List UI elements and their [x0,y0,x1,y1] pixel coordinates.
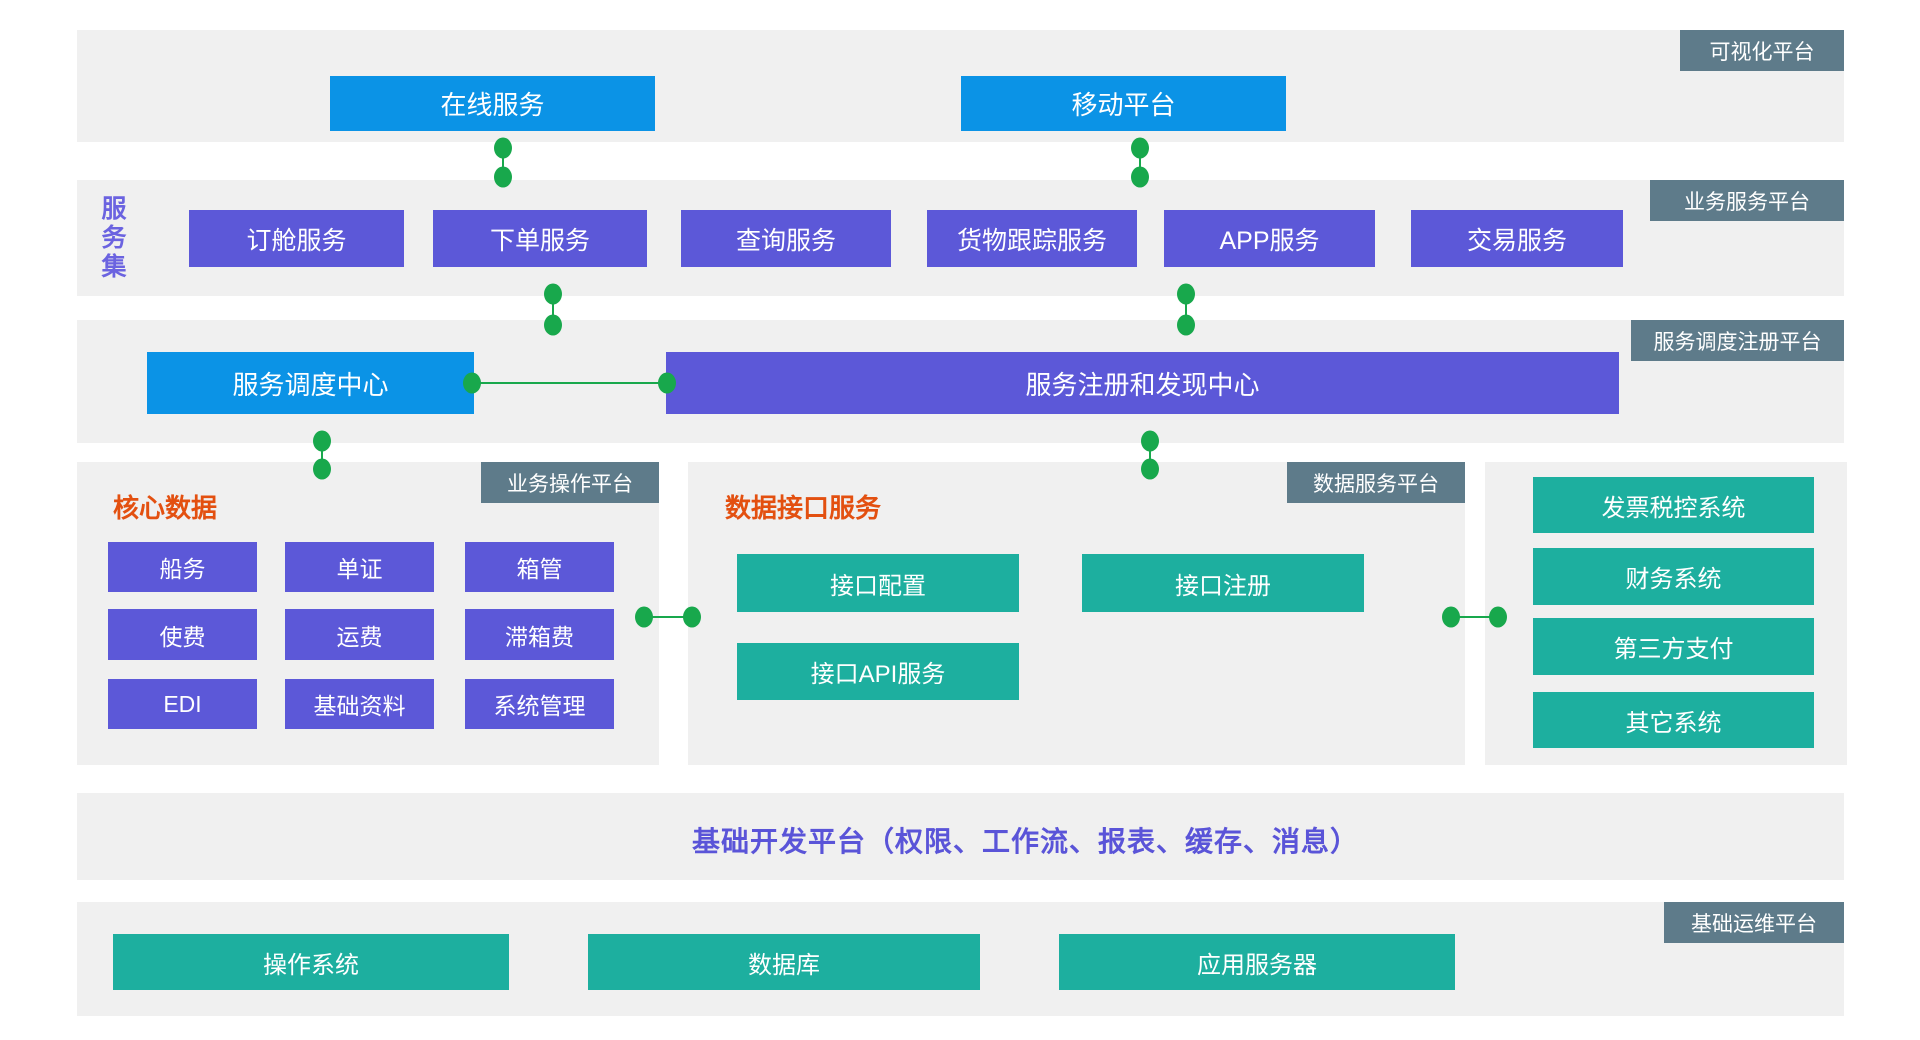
button-interface-api-service[interactable]: 接口API服务 [737,643,1019,700]
button-online-service[interactable]: 在线服务 [330,76,655,131]
connector-dot [1141,458,1159,480]
button-cargo-tracking-service[interactable]: 货物跟踪服务 [927,210,1137,267]
button-system-management[interactable]: 系统管理 [465,679,614,729]
connector-line [1451,616,1498,618]
button-database[interactable]: 数据库 [588,934,980,990]
connector-dot [544,314,562,336]
tag-visualization-platform: 可视化平台 [1680,30,1844,71]
connector-dot [1131,137,1149,159]
connector-line [1149,441,1151,469]
button-query-service[interactable]: 查询服务 [681,210,891,267]
connector-dot [494,137,512,159]
band-dev-platform [77,793,1844,880]
tag-ops-platform: 基础运维平台 [1664,902,1844,943]
connector-line [552,294,554,325]
core-data-heading: 核心数据 [113,493,218,523]
button-edi[interactable]: EDI [108,679,257,729]
button-service-dispatch-center[interactable]: 服务调度中心 [147,352,474,414]
connector-dot [544,283,562,305]
connector-dot [683,606,701,628]
connector-dot [658,372,676,394]
button-other-systems[interactable]: 其它系统 [1533,692,1814,748]
connector-dot [463,372,481,394]
data-interface-service-heading: 数据接口服务 [725,493,882,523]
connector-dot [1489,606,1507,628]
button-app-service[interactable]: APP服务 [1164,210,1375,267]
button-app-server[interactable]: 应用服务器 [1059,934,1455,990]
connector-dot [1177,283,1195,305]
connector-line [321,441,323,469]
tag-dispatch-registry-platform: 服务调度注册平台 [1631,320,1844,361]
button-container-management[interactable]: 箱管 [465,542,614,592]
button-interface-config[interactable]: 接口配置 [737,554,1019,612]
button-booking-service[interactable]: 订舱服务 [189,210,404,267]
tag-business-service-platform: 业务服务平台 [1650,180,1844,221]
connector-dot [313,430,331,452]
connector-dot [1131,166,1149,188]
tag-data-service-platform: 数据服务平台 [1287,462,1465,503]
connector-dot [1141,430,1159,452]
button-invoice-tax-system[interactable]: 发票税控系统 [1533,477,1814,533]
connector-line [644,616,692,618]
button-third-party-payment[interactable]: 第三方支付 [1533,618,1814,675]
button-freight[interactable]: 运费 [285,609,434,660]
button-service-registry-discovery-center[interactable]: 服务注册和发现中心 [666,352,1619,414]
connector-dot [1442,606,1460,628]
connector-dot [1177,314,1195,336]
connector-line [1185,294,1187,325]
connector-dot [494,166,512,188]
button-interface-registration[interactable]: 接口注册 [1082,554,1364,612]
button-port-charges[interactable]: 使费 [108,609,257,660]
tag-business-operations-platform: 业务操作平台 [481,462,659,503]
button-shipping[interactable]: 船务 [108,542,257,592]
button-operating-system[interactable]: 操作系统 [113,934,509,990]
connector-dot [635,606,653,628]
dev-platform-text: 基础开发平台（权限、工作流、报表、缓存、消息） [692,826,1360,857]
connector-dot [313,458,331,480]
button-trade-service[interactable]: 交易服务 [1411,210,1623,267]
connector-line [472,382,667,384]
button-documentation[interactable]: 单证 [285,542,434,592]
connector-line [502,148,504,177]
button-order-service[interactable]: 下单服务 [433,210,647,267]
button-base-data[interactable]: 基础资料 [285,679,434,729]
button-demurrage[interactable]: 滞箱费 [465,609,614,660]
connector-line [1139,148,1141,177]
button-finance-system[interactable]: 财务系统 [1533,548,1814,605]
button-mobile-platform[interactable]: 移动平台 [961,76,1286,131]
panel-data-service [688,462,1465,765]
service-set-label: 服务集 [101,195,127,281]
